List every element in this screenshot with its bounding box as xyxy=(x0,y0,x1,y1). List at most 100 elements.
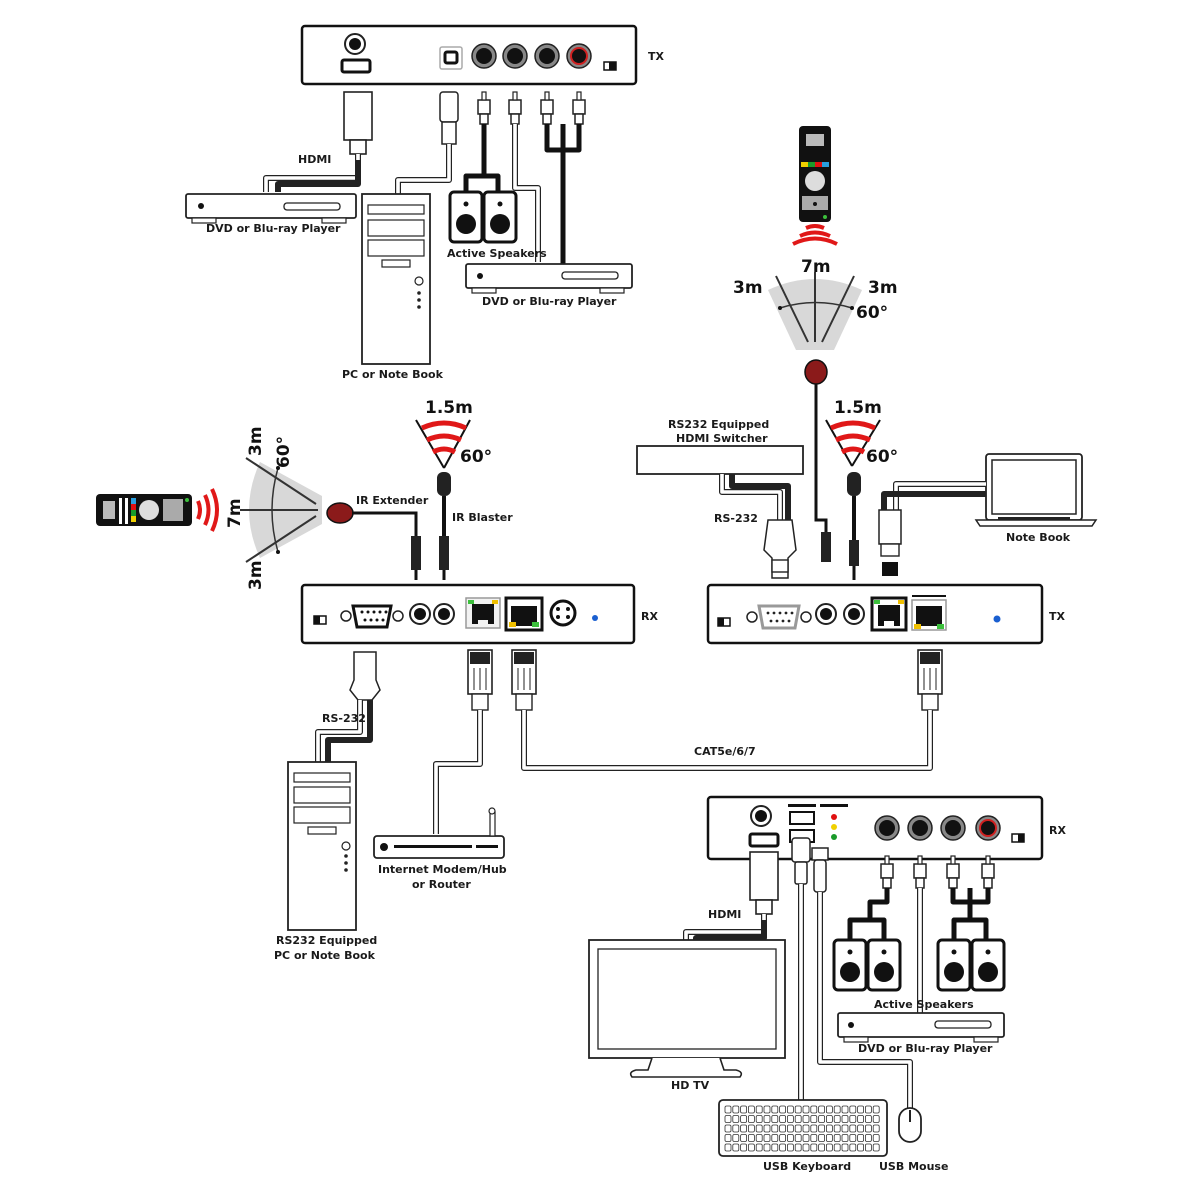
ir-extender-label: IR Extender xyxy=(356,494,429,507)
keyboard-key xyxy=(763,1124,771,1133)
keyboard-key xyxy=(732,1134,740,1142)
left-rx-lan-port xyxy=(465,597,501,629)
keyboard-key xyxy=(833,1134,841,1142)
dvd-player-top-right xyxy=(465,263,633,294)
keyboard-key xyxy=(740,1143,747,1152)
keyboard-key xyxy=(872,1124,880,1133)
ir-reception-fan-left xyxy=(240,457,322,563)
top-tx-audio-jack-1 xyxy=(471,43,497,69)
keyboard-key xyxy=(755,1134,763,1142)
right-tx-ir-out-jack xyxy=(843,603,865,625)
keyboard-key xyxy=(841,1105,849,1114)
bottom-rx-audio-jack-2 xyxy=(907,815,933,841)
top-tx-hdmi-port xyxy=(340,58,372,74)
left-rx-switch xyxy=(313,615,327,625)
left-rx-power-led xyxy=(592,615,598,621)
left-rx-tag: RX xyxy=(641,610,658,623)
bottom-speaker-cable-right xyxy=(950,888,991,940)
ir-extender-receiver xyxy=(326,502,421,580)
pc-bottom-label-line1: RS232 Equipped xyxy=(276,934,377,947)
cat-cable-label: CAT5e/6/7 xyxy=(694,745,756,758)
keyboard-key xyxy=(818,1124,825,1133)
keyboard-key xyxy=(763,1115,771,1123)
right-tx-db9-port xyxy=(746,604,812,630)
bottom-speaker-cable-left xyxy=(847,888,890,940)
keyboard-key xyxy=(818,1105,825,1114)
right-tx-hdbaset-port xyxy=(911,595,947,631)
keyboard-key xyxy=(779,1134,786,1142)
dvd-player-top-left xyxy=(185,193,357,224)
pc-tower-top xyxy=(361,193,431,365)
keyboard-key xyxy=(787,1134,794,1142)
usb-mouse-cable xyxy=(811,847,913,1108)
active-speakers-top xyxy=(448,190,518,244)
keyboard-key xyxy=(857,1115,864,1123)
keyboard-key xyxy=(794,1115,802,1123)
right-tx-power-led xyxy=(993,615,1001,623)
keyboard-key xyxy=(748,1134,755,1142)
rs232-cable-right xyxy=(719,474,797,579)
keyboard-key xyxy=(802,1134,810,1142)
keyboard-key xyxy=(748,1115,755,1123)
keyboard-key xyxy=(755,1124,763,1133)
ir-angle-left: 60° xyxy=(274,436,294,468)
keyboard-key xyxy=(748,1124,755,1133)
keyboard-key xyxy=(857,1105,864,1114)
keyboard-key xyxy=(787,1143,794,1152)
keyboard-key xyxy=(810,1134,818,1142)
keyboard-key xyxy=(865,1134,872,1142)
keyboard-key xyxy=(865,1115,872,1123)
ir-angle-top: 60° xyxy=(856,303,888,323)
ir-blaster-left-beam xyxy=(415,419,471,469)
keyboard-key xyxy=(857,1134,864,1142)
keyboard-key xyxy=(841,1143,849,1152)
keyboard-key xyxy=(794,1134,802,1142)
keyboard-key xyxy=(833,1105,841,1114)
keyboard-key xyxy=(794,1105,802,1114)
notebook-label: Note Book xyxy=(1006,531,1071,544)
top-rca-cable-to-dvd xyxy=(544,124,582,264)
keyboard-key xyxy=(810,1143,818,1152)
top-tx-usb-b-port xyxy=(439,46,463,70)
keyboard-key xyxy=(732,1105,740,1114)
ir-range-left-bottom: 3m xyxy=(246,560,266,590)
keyboard-key xyxy=(732,1115,740,1123)
keyboard-key xyxy=(826,1124,833,1133)
bottom-rx-tag: RX xyxy=(1049,824,1066,837)
bottom-rx-unit: RX xyxy=(706,795,1066,861)
left-rx-ir-out-jack xyxy=(433,603,455,625)
keyboard-key xyxy=(755,1143,763,1152)
keyboard-key xyxy=(771,1134,779,1142)
keyboard-key xyxy=(771,1115,779,1123)
keyboard-key xyxy=(732,1143,740,1152)
keyboard-key xyxy=(779,1143,786,1152)
bottom-rx-ir-jack xyxy=(750,805,772,827)
top-audio-cable-to-dvd xyxy=(512,124,541,262)
keyboard-key xyxy=(724,1124,732,1133)
keyboard-key xyxy=(849,1105,857,1114)
switcher-label-line1: RS232 Equipped xyxy=(668,418,769,431)
keyboard-key xyxy=(724,1134,732,1142)
bottom-rx-hdmi-port xyxy=(748,832,780,848)
bottom-rx-audio-jack-1 xyxy=(874,815,900,841)
keyboard-key xyxy=(849,1143,857,1152)
internet-router xyxy=(373,807,505,859)
keyboard-key xyxy=(826,1105,833,1114)
top-hdmi-cable xyxy=(263,91,373,192)
keyboard-key xyxy=(841,1115,849,1123)
usb-keyboard-cable xyxy=(791,837,811,1100)
left-rx-ir-in-jack xyxy=(409,603,431,625)
keyboard-key xyxy=(740,1124,747,1133)
rs232-label-right: RS-232 xyxy=(714,512,758,525)
speakers-label-top: Active Speakers xyxy=(447,247,547,260)
hdmi-label-top: HDMI xyxy=(298,153,331,166)
speakers-label-bottom: Active Speakers xyxy=(874,998,974,1011)
keyboard-key xyxy=(724,1115,732,1123)
usb-mouse-label: USB Mouse xyxy=(879,1160,948,1173)
top-rca-plugs xyxy=(477,91,586,125)
bottom-rx-rca-right xyxy=(975,815,1001,841)
right-tx-lan-port xyxy=(870,596,908,632)
keyboard-key xyxy=(833,1124,841,1133)
keyboard-key xyxy=(748,1143,755,1152)
dvd-label-bottom: DVD or Blu-ray Player xyxy=(858,1042,993,1055)
